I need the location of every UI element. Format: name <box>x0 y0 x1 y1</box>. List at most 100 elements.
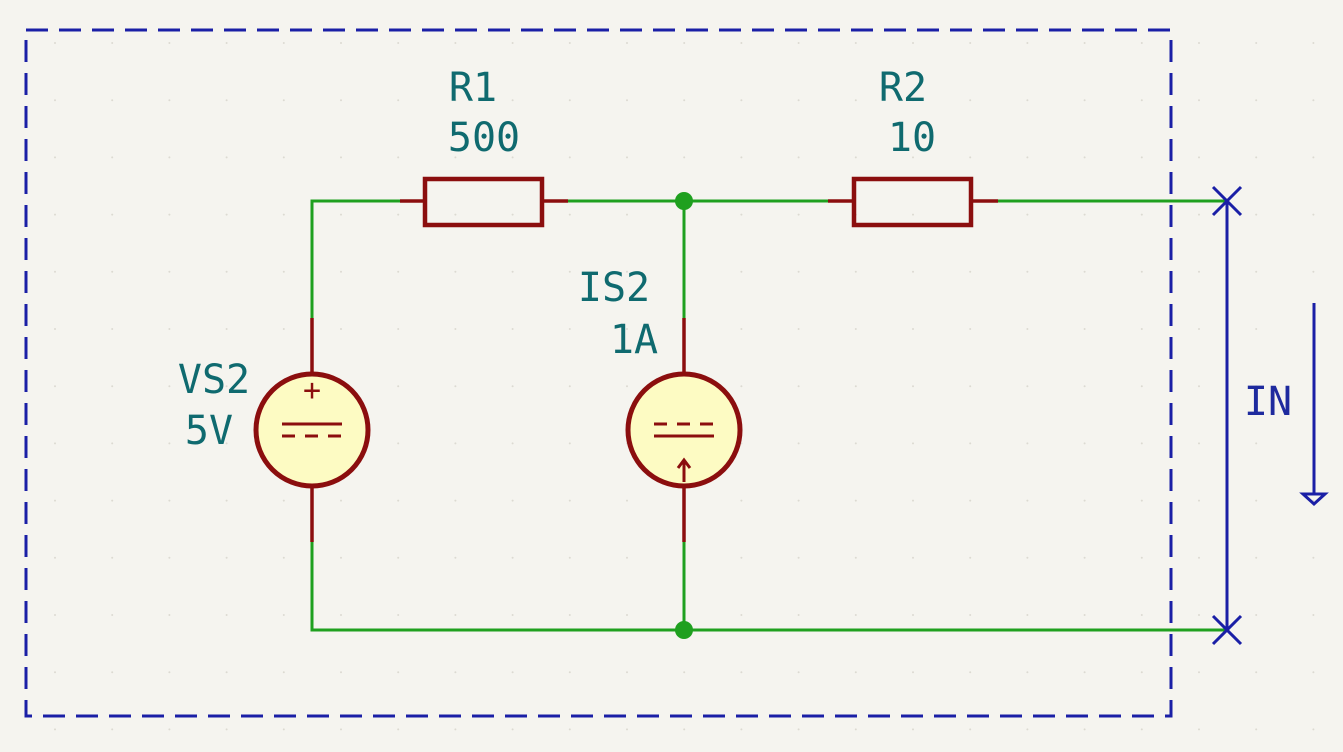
grid-dot <box>740 213 743 216</box>
grid-dot <box>797 328 800 330</box>
grid-dot <box>1026 42 1029 44</box>
grid-dot <box>797 385 800 388</box>
grid-dot <box>1312 270 1315 273</box>
grid-dot <box>282 213 285 216</box>
resistor-r2[interactable] <box>828 176 998 228</box>
grid-dot <box>1026 328 1029 330</box>
current-source-is2[interactable] <box>625 318 743 542</box>
grid-dot <box>912 614 914 616</box>
grid-dot <box>1083 270 1086 273</box>
grid-dot <box>1026 728 1029 731</box>
grid-dot <box>1083 328 1086 330</box>
port-label: IN <box>1244 379 1292 425</box>
grid-dot <box>168 99 171 102</box>
grid-dot <box>740 728 743 731</box>
grid-dot <box>454 671 457 674</box>
grid-dot <box>683 42 686 44</box>
grid-dot <box>568 385 571 388</box>
grid-dot <box>511 671 514 674</box>
grid-dot <box>511 385 514 388</box>
grid-dot <box>626 499 628 502</box>
grid-dot <box>111 556 114 559</box>
grid-dot <box>854 385 857 388</box>
grid-dot <box>797 213 800 216</box>
grid-dot <box>340 499 342 502</box>
grid-dot <box>568 213 571 216</box>
grid-dot <box>1198 614 1200 616</box>
grid-dot <box>397 556 400 559</box>
grid-dot <box>969 442 972 445</box>
grid-dot <box>740 42 743 44</box>
grid-dot <box>854 614 857 616</box>
grid-dot <box>111 385 114 388</box>
grid-dot <box>225 213 228 216</box>
grid-dot <box>54 556 56 559</box>
grid-dot <box>397 728 400 731</box>
grid-dot <box>969 556 972 559</box>
grid-dot <box>1312 156 1315 159</box>
grid-dot <box>282 499 285 502</box>
grid-dot <box>340 614 342 616</box>
grid-dot <box>683 671 686 674</box>
grid-dot <box>740 328 743 330</box>
grid-dot <box>225 270 228 273</box>
wires <box>310 199 1227 632</box>
grid-dot <box>683 99 686 102</box>
resistor-r1[interactable] <box>400 176 568 228</box>
grid-dot <box>1083 213 1086 216</box>
grid-dot <box>54 728 56 731</box>
grid-dot <box>168 213 171 216</box>
voltage-source-vs2[interactable]: + <box>253 318 371 542</box>
grid-dot <box>225 328 228 330</box>
grid-dot <box>282 42 285 44</box>
grid-dot <box>454 270 457 273</box>
is2-reference: IS2 <box>578 265 650 311</box>
grid-dot <box>626 556 628 559</box>
arrow-up-icon <box>676 457 692 482</box>
grid-dot <box>454 328 457 330</box>
grid-dot <box>340 42 342 44</box>
grid-dot <box>397 156 400 159</box>
grid-dot <box>340 213 342 216</box>
grid-dot <box>912 671 914 674</box>
grid-dot <box>1140 671 1143 674</box>
grid-dot <box>568 728 571 731</box>
boundary-box <box>24 28 1173 718</box>
grid-dot <box>568 671 571 674</box>
grid-dot <box>511 328 514 330</box>
grid-dot <box>626 213 628 216</box>
grid-dot <box>340 99 342 102</box>
grid-dot <box>912 156 914 159</box>
grid-dot <box>1083 156 1086 159</box>
grid-dot <box>397 213 400 216</box>
grid-dot <box>1198 42 1200 44</box>
grid-dot <box>1083 442 1086 445</box>
grid-dot <box>168 499 171 502</box>
grid-dot <box>1026 556 1029 559</box>
grid-dot <box>568 499 571 502</box>
grid-dot <box>1083 385 1086 388</box>
grid-dot <box>626 671 628 674</box>
grid-dot <box>1026 213 1029 216</box>
grid-dot <box>1312 671 1315 674</box>
grid-dot <box>568 270 571 273</box>
grid-dot <box>740 614 743 616</box>
grid-dot <box>854 156 857 159</box>
grid-dot <box>854 328 857 330</box>
grid-dot <box>454 156 457 159</box>
junction-bottom <box>675 621 693 639</box>
grid-dot <box>1198 270 1200 273</box>
grid-dot <box>511 556 514 559</box>
grid-dot <box>1198 328 1200 330</box>
grid-dot <box>1255 671 1258 674</box>
grid-dot <box>912 213 914 216</box>
grid-dot <box>511 42 514 44</box>
grid-dot <box>1255 728 1258 731</box>
grid-dot <box>340 671 342 674</box>
grid-dot <box>969 156 972 159</box>
grid-dot <box>683 728 686 731</box>
grid-dot <box>568 442 571 445</box>
grid-dot <box>225 99 228 102</box>
r1-value: 500 <box>448 115 520 161</box>
grid-dot <box>854 556 857 559</box>
